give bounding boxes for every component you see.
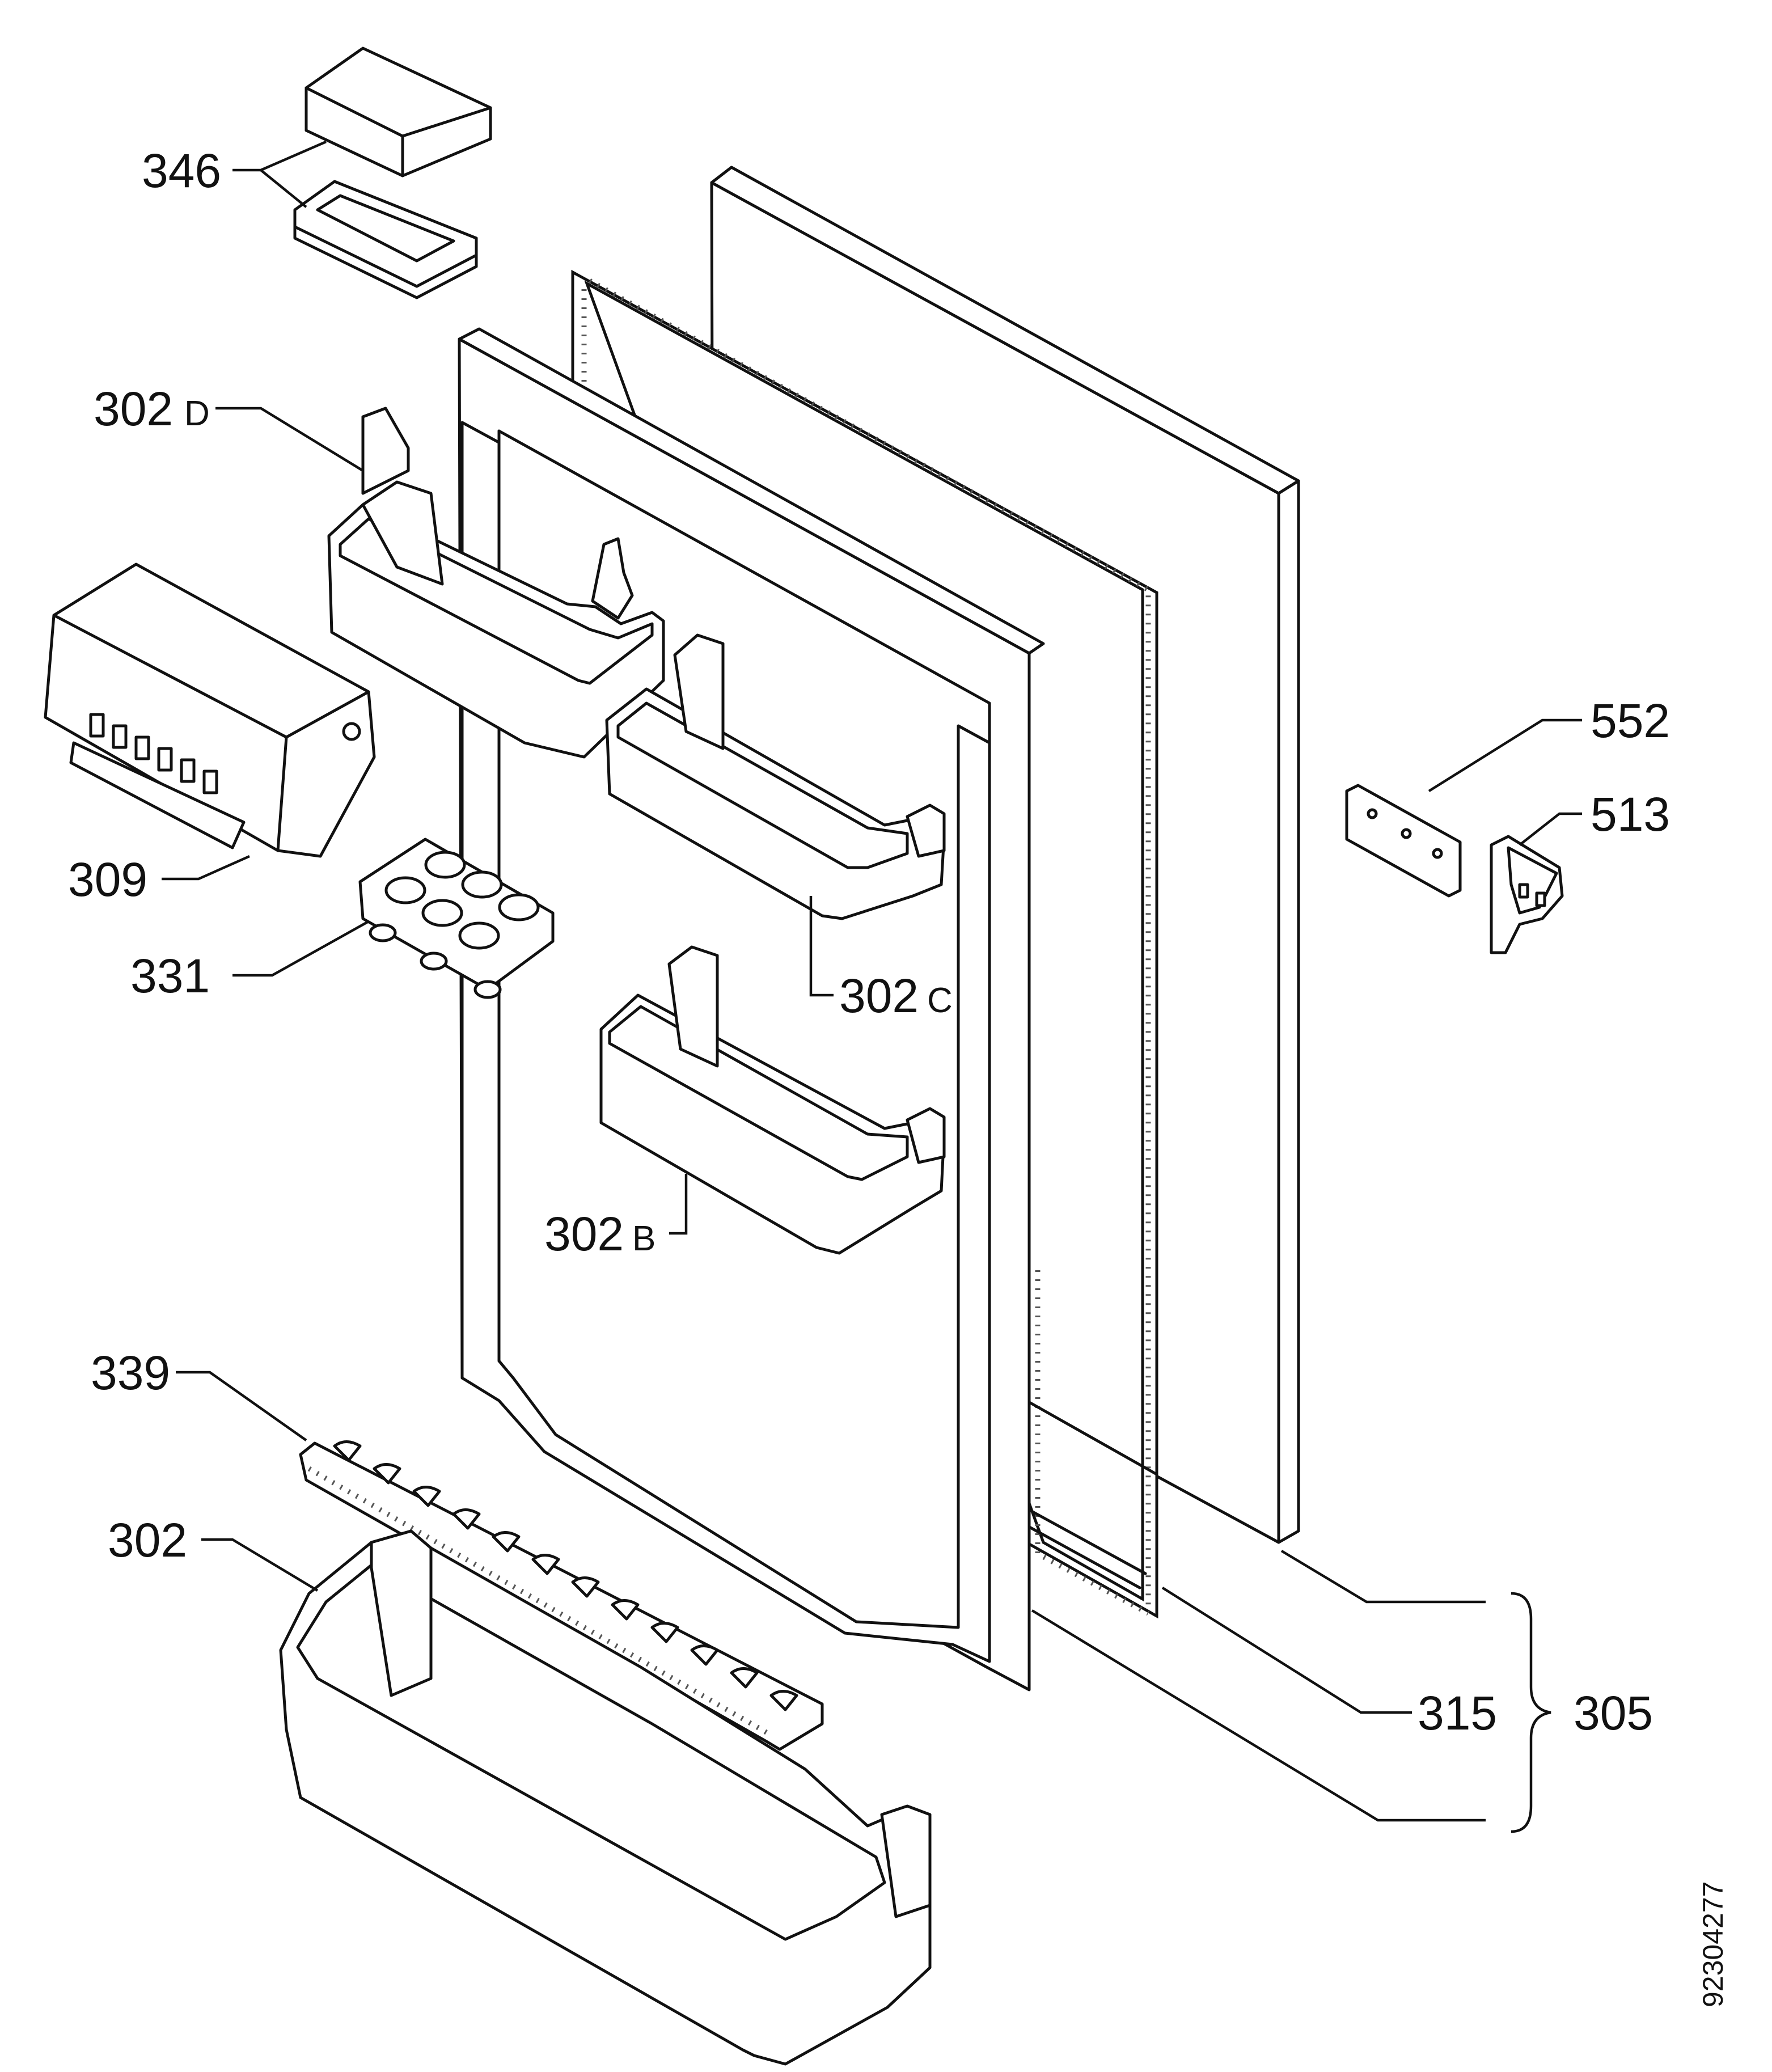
leader-513 bbox=[1519, 812, 1582, 846]
label-339: 339 bbox=[91, 1346, 170, 1399]
leader-302 bbox=[201, 1538, 319, 1592]
label-315: 315 bbox=[1418, 1686, 1497, 1740]
leader-305-top bbox=[1280, 1550, 1486, 1604]
leader-305-bottom bbox=[1031, 1609, 1486, 1822]
egg-tray bbox=[358, 838, 555, 999]
label-331: 331 bbox=[130, 949, 210, 1003]
label-302c-number: 302 bbox=[839, 969, 919, 1022]
label-302b-suffix: B bbox=[632, 1219, 655, 1258]
brace-305 bbox=[1511, 1592, 1551, 1833]
label-302d-number: 302 bbox=[94, 382, 173, 435]
leader-331 bbox=[232, 920, 370, 977]
shelf-302 bbox=[279, 1529, 932, 2066]
leader-339 bbox=[176, 1371, 307, 1441]
hinge-plate bbox=[1345, 784, 1462, 898]
butter-lid-frame bbox=[293, 180, 478, 299]
shelf-302c bbox=[605, 633, 946, 920]
leader-302c bbox=[809, 896, 834, 997]
label-309: 309 bbox=[68, 853, 147, 906]
leader-315 bbox=[1161, 1587, 1412, 1714]
butter-lid bbox=[305, 46, 492, 177]
label-302c-suffix: C bbox=[927, 981, 953, 1020]
leader-346b bbox=[260, 169, 307, 208]
leader-346 bbox=[232, 140, 327, 172]
leader-302d bbox=[215, 407, 364, 472]
bottle-guard-strip bbox=[299, 1440, 824, 1751]
label-305: 305 bbox=[1574, 1686, 1653, 1740]
label-302b-number: 302 bbox=[544, 1207, 624, 1261]
label-346: 346 bbox=[142, 144, 221, 197]
label-302: 302 bbox=[108, 1513, 187, 1567]
label-302d-suffix: D bbox=[184, 394, 210, 433]
shelf-302b bbox=[599, 945, 946, 1255]
leader-302b bbox=[669, 1174, 688, 1235]
label-552: 552 bbox=[1591, 694, 1670, 747]
leader-309 bbox=[162, 855, 250, 881]
label-513: 513 bbox=[1591, 788, 1670, 841]
hinge-bracket bbox=[1490, 835, 1564, 954]
ice-box bbox=[44, 563, 376, 858]
shelf-302d bbox=[327, 407, 665, 759]
leader-552 bbox=[1428, 718, 1582, 792]
drawing-number: 92304277 bbox=[1697, 1881, 1729, 2007]
